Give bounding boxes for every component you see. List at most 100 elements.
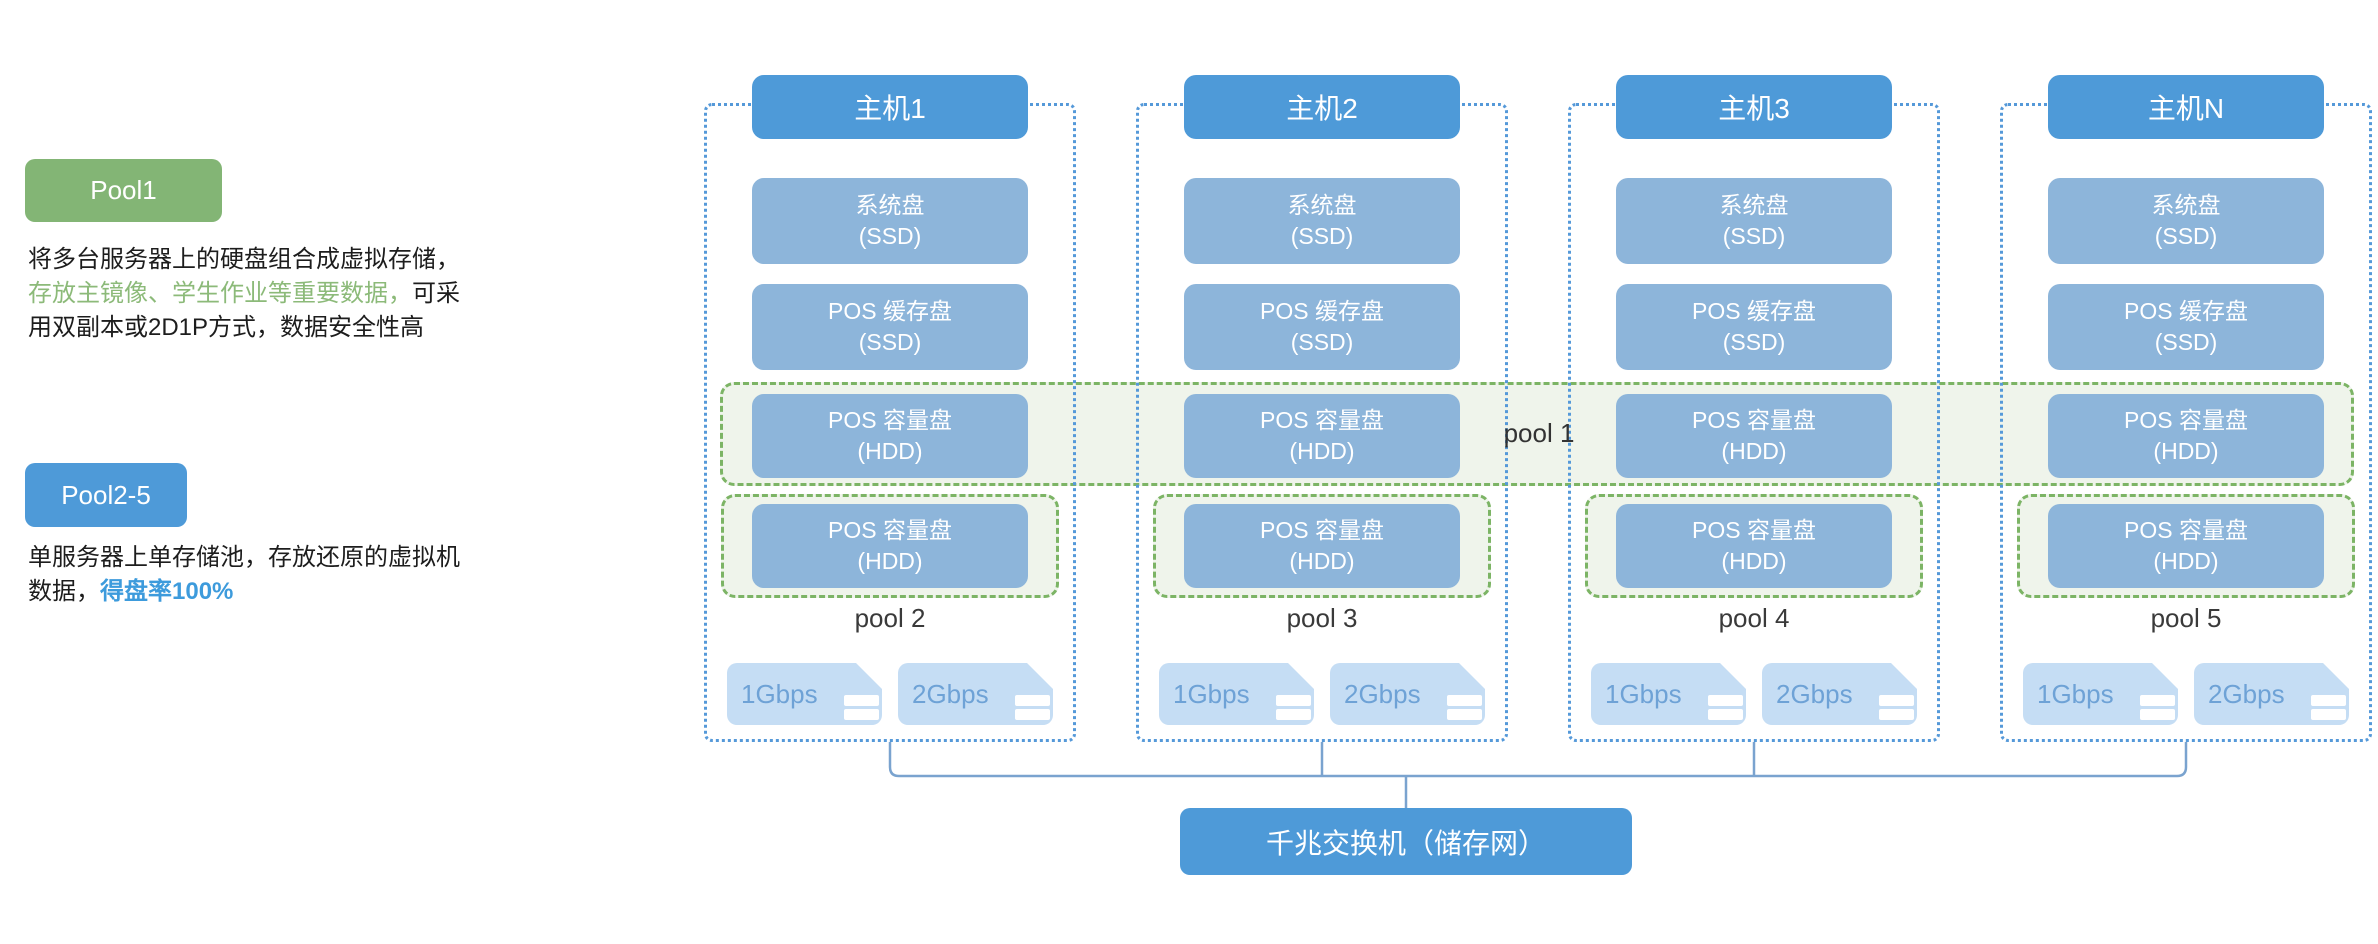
cache-disk-label: POS 缓存盘 (2124, 298, 2248, 324)
capacity-disk-label: POS 容量盘 (1692, 517, 1816, 543)
system-disk-type: (SSD) (1290, 223, 1354, 249)
nic-port-stripe (1708, 695, 1743, 706)
capacity-disk-type: (HDD) (857, 548, 923, 574)
system-disk-label: 系统盘 (1287, 192, 1357, 218)
host2-capacity-disk-pool3: POS 容量盘 (HDD) (1184, 504, 1460, 588)
nic-port-stripe (1879, 695, 1914, 706)
host3-title: 主机3 (1616, 75, 1892, 139)
host1-capacity-disk-pool1: POS 容量盘 (HDD) (752, 394, 1028, 478)
nic-speed-label: 1Gbps (2037, 678, 2114, 709)
nic-speed-label: 1Gbps (741, 678, 818, 709)
nic-speed-label: 1Gbps (1605, 678, 1682, 709)
cache-disk-type: (SSD) (2154, 329, 2218, 355)
nic-port-stripe (1276, 695, 1311, 706)
host3-nic-row: 1Gbps 2Gbps (1571, 663, 1937, 725)
host-column-1: 主机1 系统盘 (SSD) POS 缓存盘 (SSD) POS 容量盘 (HDD… (704, 75, 1076, 742)
host2-pool-box: POS 容量盘 (HDD) (1153, 494, 1491, 598)
pool1-desc-line3: 用双副本或2D1P方式，数据安全性高 (28, 314, 425, 341)
host3-capacity-disk-pool1: POS 容量盘 (HDD) (1616, 394, 1892, 478)
host3-cache-disk: POS 缓存盘 (SSD) (1616, 284, 1892, 370)
nic-port-stripe (1447, 695, 1482, 706)
system-disk-type: (SSD) (2154, 223, 2218, 249)
hostn-nic-row: 1Gbps 2Gbps (2003, 663, 2369, 725)
pool1-desc-highlight: 存放主镜像、学生作业等重要数据， (28, 280, 412, 307)
host1-capacity-disk-pool2: POS 容量盘 (HDD) (752, 504, 1028, 588)
nic-port-stripe (844, 709, 879, 720)
nic-port-stripe (2140, 695, 2175, 706)
capacity-disk-label: POS 容量盘 (828, 517, 952, 543)
host2-nic-row: 1Gbps 2Gbps (1139, 663, 1505, 725)
hostn-system-disk: 系统盘 (SSD) (2048, 178, 2324, 264)
pool1-desc-line1: 将多台服务器上的硬盘组合成虚拟存储， (28, 246, 460, 273)
capacity-disk-type: (HDD) (2153, 438, 2219, 464)
system-disk-label: 系统盘 (2151, 192, 2221, 218)
pool1-band-label: pool 1 (1503, 418, 1575, 448)
nic-port-stripe (1447, 709, 1482, 720)
nic-port-stripe (1879, 709, 1914, 720)
storage-network-switch: 千兆交换机（储存网） (1180, 808, 1632, 875)
system-disk-label: 系统盘 (1719, 192, 1789, 218)
capacity-disk-type: (HDD) (1289, 548, 1355, 574)
system-disk-type: (SSD) (858, 223, 922, 249)
nic-card-icon: 2Gbps (1330, 663, 1485, 725)
nic-port-stripe (1015, 709, 1050, 720)
nic-card-icon: 2Gbps (1762, 663, 1917, 725)
capacity-disk-type: (HDD) (2153, 548, 2219, 574)
capacity-disk-label: POS 容量盘 (828, 407, 952, 433)
cache-disk-type: (SSD) (1290, 329, 1354, 355)
nic-port-stripe (1708, 709, 1743, 720)
pool25-badge: Pool2-5 (25, 463, 187, 527)
hostn-pool-label: pool 5 (2150, 603, 2222, 633)
pool1-description: 将多台服务器上的硬盘组合成虚拟存储， 存放主镜像、学生作业等重要数据，可采 用双… (28, 243, 460, 345)
nic-speed-label: 2Gbps (1344, 678, 1421, 709)
host1-nic-row: 1Gbps 2Gbps (707, 663, 1073, 725)
host3-capacity-disk-pool4: POS 容量盘 (HDD) (1616, 504, 1892, 588)
host1-title: 主机1 (752, 75, 1028, 139)
host1-pool-box: POS 容量盘 (HDD) (721, 494, 1059, 598)
nic-card-icon: 1Gbps (1591, 663, 1746, 725)
nic-card-icon: 1Gbps (1159, 663, 1314, 725)
pool1-desc-line2-rest: 可采 (412, 280, 460, 307)
capacity-disk-type: (HDD) (857, 438, 923, 464)
nic-port-stripe (1276, 709, 1311, 720)
host1-cache-disk: POS 缓存盘 (SSD) (752, 284, 1028, 370)
host2-cache-disk: POS 缓存盘 (SSD) (1184, 284, 1460, 370)
cache-disk-type: (SSD) (858, 329, 922, 355)
host1-system-disk: 系统盘 (SSD) (752, 178, 1028, 264)
hostn-cache-disk: POS 缓存盘 (SSD) (2048, 284, 2324, 370)
hostn-capacity-disk-pool1: POS 容量盘 (HDD) (2048, 394, 2324, 478)
capacity-disk-type: (HDD) (1721, 548, 1787, 574)
nic-card-icon: 2Gbps (2194, 663, 2349, 725)
nic-port-stripe (844, 695, 879, 706)
capacity-disk-label: POS 容量盘 (2124, 407, 2248, 433)
system-disk-type: (SSD) (1722, 223, 1786, 249)
capacity-disk-label: POS 容量盘 (1692, 407, 1816, 433)
host1-pool-label: pool 2 (854, 603, 926, 633)
system-disk-label: 系统盘 (855, 192, 925, 218)
pool25-desc-line1: 单服务器上单存储池，存放还原的虚拟机 (28, 544, 460, 571)
pool25-desc-line2-prefix: 数据， (28, 578, 100, 605)
cache-disk-type: (SSD) (1722, 329, 1786, 355)
capacity-disk-type: (HDD) (1721, 438, 1787, 464)
nic-port-stripe (2311, 695, 2346, 706)
nic-speed-label: 1Gbps (1173, 678, 1250, 709)
pool1-desc-line2: 存放主镜像、学生作业等重要数据，可采 (28, 277, 460, 311)
pool25-desc-line2: 数据，得盘率100% (28, 575, 460, 609)
host3-pool-label: pool 4 (1718, 603, 1790, 633)
nic-card-icon: 1Gbps (727, 663, 882, 725)
hostn-capacity-disk-pool5: POS 容量盘 (HDD) (2048, 504, 2324, 588)
cache-disk-label: POS 缓存盘 (1692, 298, 1816, 324)
hostn-title: 主机N (2048, 75, 2324, 139)
capacity-disk-type: (HDD) (1289, 438, 1355, 464)
host2-pool-label: pool 3 (1286, 603, 1358, 633)
nic-card-icon: 1Gbps (2023, 663, 2178, 725)
nic-port-stripe (1015, 695, 1050, 706)
host-column-3: 主机3 系统盘 (SSD) POS 缓存盘 (SSD) POS 容量盘 (HDD… (1568, 75, 1940, 742)
pool1-badge: Pool1 (25, 159, 222, 222)
nic-speed-label: 2Gbps (1776, 678, 1853, 709)
capacity-disk-label: POS 容量盘 (1260, 407, 1384, 433)
pool25-desc-highlight: 得盘率100% (100, 578, 234, 605)
host3-system-disk: 系统盘 (SSD) (1616, 178, 1892, 264)
